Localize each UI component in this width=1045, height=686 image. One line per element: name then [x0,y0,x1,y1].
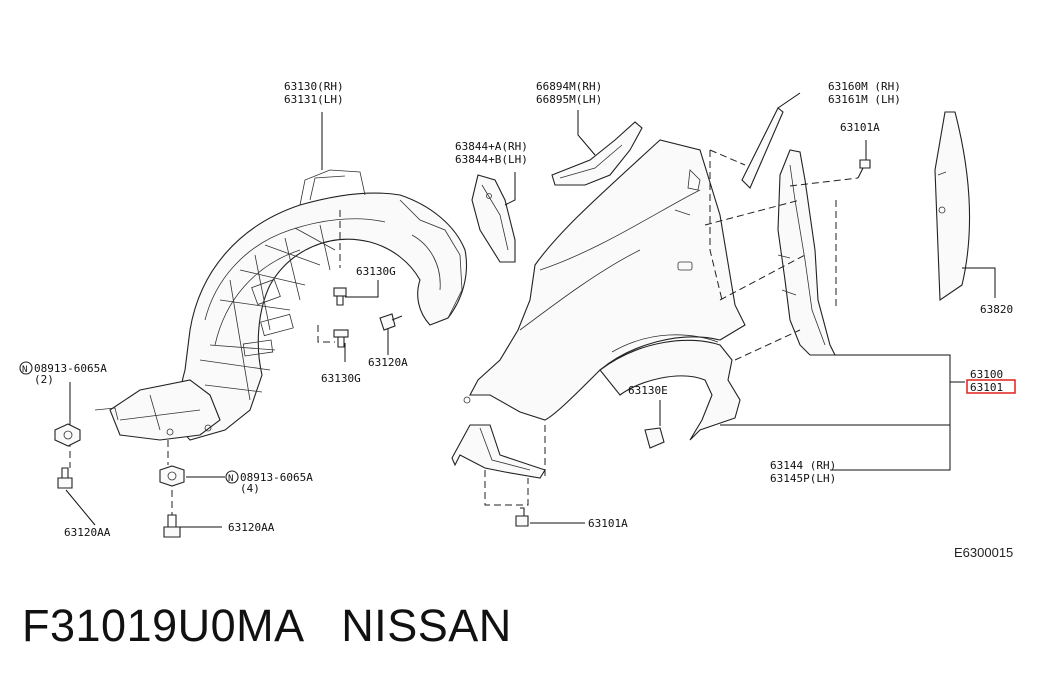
label-63101[interactable]: 63101 [970,381,1003,394]
bolt-63120a [379,313,403,331]
clip-63130e [644,427,665,449]
bolt-63120aa-lower [163,514,181,538]
seal-63160m [741,107,784,189]
n-symbol-left: N [19,361,33,375]
label-63120aa-lower: 63120AA [228,521,275,534]
nut-08913-left [54,423,81,447]
label-63101a-bottom: 63101A [588,517,628,530]
label-63145p: 63145P(LH) [770,472,836,485]
label-08913-left: 08913-6065A [34,362,107,375]
footer-brand: NISSAN [341,600,512,651]
label-63820: 63820 [980,303,1013,316]
center-leaders [484,92,996,524]
clip-63130g-lower [333,329,349,348]
moulding-66894m [551,121,643,186]
label-63160m: 63160M (RH) [828,80,901,93]
label-qty-4: (4) [240,482,260,495]
svg-text:N: N [22,365,27,375]
front-fender-panel [463,139,746,441]
label-63120aa-left: 63120AA [64,526,111,539]
left-leaders [65,112,389,528]
svg-text:N: N [228,474,233,484]
insulator-63820 [934,111,970,302]
label-qty-2: (2) [34,373,54,386]
label-63844b: 63844+B(LH) [455,153,528,166]
nut-08913-lower [159,465,185,487]
label-63130: 63130(RH) [284,80,344,93]
label-66894m: 66894M(RH) [536,80,602,93]
left-fasteners [54,287,403,538]
label-63131: 63131(LH) [284,93,344,106]
label-63130g-lower: 63130G [321,372,361,385]
diagram-code: E6300015 [954,545,1013,560]
fender-protector [777,149,836,356]
label-63144: 63144 (RH) [770,459,836,472]
clip-63130g-upper [333,287,347,306]
footer: F31019U0MA NISSAN [22,600,512,652]
bolt-63120aa-left [57,467,73,489]
label-63101a-top: 63101A [840,121,880,134]
label-63161m: 63161M (LH) [828,93,901,106]
bracket-63144 [451,424,546,479]
screw-63101a-bottom [515,507,529,527]
label-63844a: 63844+A(RH) [455,140,528,153]
label-63100: 63100 [970,368,1003,381]
n-symbol-lower: N [225,470,239,484]
screw-63101a-top [857,159,871,179]
footer-part-number: F31019U0MA [22,600,303,651]
label-66895m: 66895M(LH) [536,93,602,106]
label-08913-lower: 08913-6065A [240,471,313,484]
highlight-box-63101[interactable] [966,379,1016,394]
bracket-63844 [471,174,516,263]
label-63130g-upper: 63130G [356,265,396,278]
label-63120a: 63120A [368,356,408,369]
label-63130e: 63130E [628,384,668,397]
fender-liner [94,169,468,441]
